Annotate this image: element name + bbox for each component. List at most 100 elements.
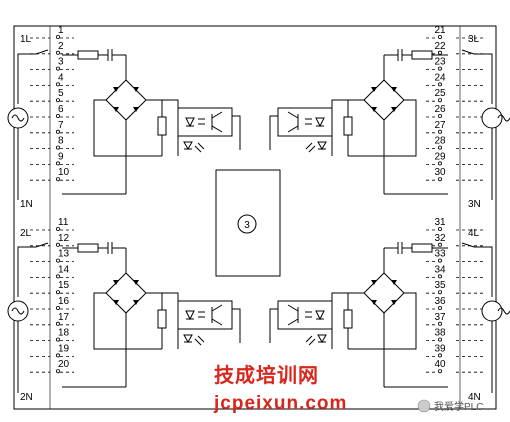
diode-icon	[113, 300, 119, 305]
optocoupler	[277, 107, 333, 137]
terminal-label-8: 8	[58, 136, 64, 147]
led-light-arrow	[197, 335, 205, 343]
diode-icon	[391, 280, 397, 285]
group-3-neutral-label: 3N	[468, 199, 481, 210]
terminal-screw	[437, 321, 442, 326]
terminal-screw	[437, 369, 442, 374]
channel-group-4	[269, 242, 510, 393]
terminal-label-6: 6	[58, 104, 64, 115]
wechat-icon	[417, 399, 431, 413]
terminal-screw	[437, 82, 442, 87]
terminal-label-4: 4	[58, 72, 64, 83]
group-4-neutral-label: 4N	[468, 392, 481, 403]
sine-wave-icon	[11, 114, 25, 122]
terminal-label-34: 34	[434, 264, 446, 275]
terminal-label-35: 35	[434, 280, 446, 291]
group-2-neutral-label: 2N	[20, 392, 33, 403]
terminal-label-14: 14	[58, 264, 70, 275]
terminal-screw	[437, 337, 442, 342]
terminal-screw	[437, 35, 442, 40]
ac-source-icon	[481, 300, 503, 322]
logic-wire	[232, 115, 241, 150]
phototransistor-collector	[211, 304, 223, 312]
switch-wire	[474, 53, 493, 56]
terminal-screw	[437, 114, 442, 119]
terminal-screw	[437, 66, 442, 71]
terminal-label-15: 15	[58, 280, 70, 291]
terminal-screw	[437, 242, 442, 247]
phototransistor-emitter	[287, 125, 299, 133]
led-light-arrow	[305, 142, 313, 150]
terminal-label-13: 13	[58, 249, 70, 260]
switch-contact	[461, 242, 475, 248]
terminal-block-frame	[49, 25, 461, 410]
led-light-arrow	[308, 145, 316, 153]
terminal-label-33: 33	[434, 249, 446, 260]
terminal-screw	[56, 129, 61, 134]
terminal-screw	[56, 353, 61, 358]
sine-wave-icon	[11, 307, 25, 315]
opto-led-icon	[185, 117, 195, 128]
switch-wire	[17, 53, 36, 56]
terminal-screw	[56, 35, 61, 40]
bridge-rectifier	[363, 79, 405, 121]
terminal-label-25: 25	[434, 88, 446, 99]
terminal-label-19: 19	[58, 343, 70, 354]
terminal-label-17: 17	[58, 312, 70, 323]
diode-icon	[371, 107, 377, 112]
terminal-label-36: 36	[434, 296, 446, 307]
terminal-screw	[437, 258, 442, 263]
terminal-label-32: 32	[434, 233, 446, 244]
terminal-label-29: 29	[434, 151, 446, 162]
terminal-label-27: 27	[434, 120, 446, 131]
terminal-screw	[56, 66, 61, 71]
channel-circuits	[7, 49, 510, 393]
opto-wire	[162, 292, 179, 305]
terminal-label-16: 16	[58, 296, 70, 307]
terminal-label-23: 23	[434, 57, 446, 68]
opto-led-icon	[185, 310, 195, 321]
switch-contact	[461, 49, 475, 55]
watermark-url: jcpeixun.com	[213, 393, 347, 414]
terminal-screw	[437, 177, 442, 182]
status-led-icon	[317, 334, 327, 344]
dc-rail	[93, 292, 162, 350]
terminal-screw	[56, 258, 61, 263]
terminal-screw	[56, 274, 61, 279]
led-light-arrow	[305, 335, 313, 343]
phototransistor-collector	[287, 304, 299, 312]
logic-wire	[269, 308, 278, 343]
series-resistor	[77, 243, 99, 253]
dc-rail	[347, 99, 364, 117]
optocoupler	[277, 300, 333, 330]
series-resistor	[411, 50, 433, 60]
bridge-rectifier	[105, 272, 147, 314]
dc-rail	[146, 292, 163, 310]
diode-icon	[371, 280, 377, 285]
terminal-label-11: 11	[58, 217, 69, 228]
terminal-label-21: 21	[434, 25, 446, 36]
diode-icon	[113, 280, 119, 285]
logic-wire	[269, 115, 278, 150]
terminal-label-12: 12	[58, 233, 70, 244]
watermark-badge: 我爱学PLC	[434, 400, 483, 413]
terminal-label-20: 20	[58, 359, 70, 370]
terminal-label-31: 31	[434, 217, 446, 228]
switch-contact	[35, 49, 49, 55]
terminal-label-26: 26	[434, 104, 446, 115]
terminal-screw	[56, 290, 61, 295]
terminal-screw	[437, 129, 442, 134]
opto-wire	[331, 292, 348, 305]
terminal-label-37: 37	[434, 312, 446, 323]
logic-wire	[232, 308, 241, 343]
diode-icon	[113, 87, 119, 92]
bleeder-resistor	[343, 116, 353, 136]
opto-led-icon	[315, 117, 325, 128]
terminal-screw	[56, 337, 61, 342]
phototransistor-emitter	[211, 125, 223, 133]
bleeder-resistor	[157, 309, 167, 329]
terminal-label-1: 1	[58, 25, 64, 36]
group-2-line-label: 2L	[20, 228, 32, 239]
dc-rail	[347, 292, 364, 310]
